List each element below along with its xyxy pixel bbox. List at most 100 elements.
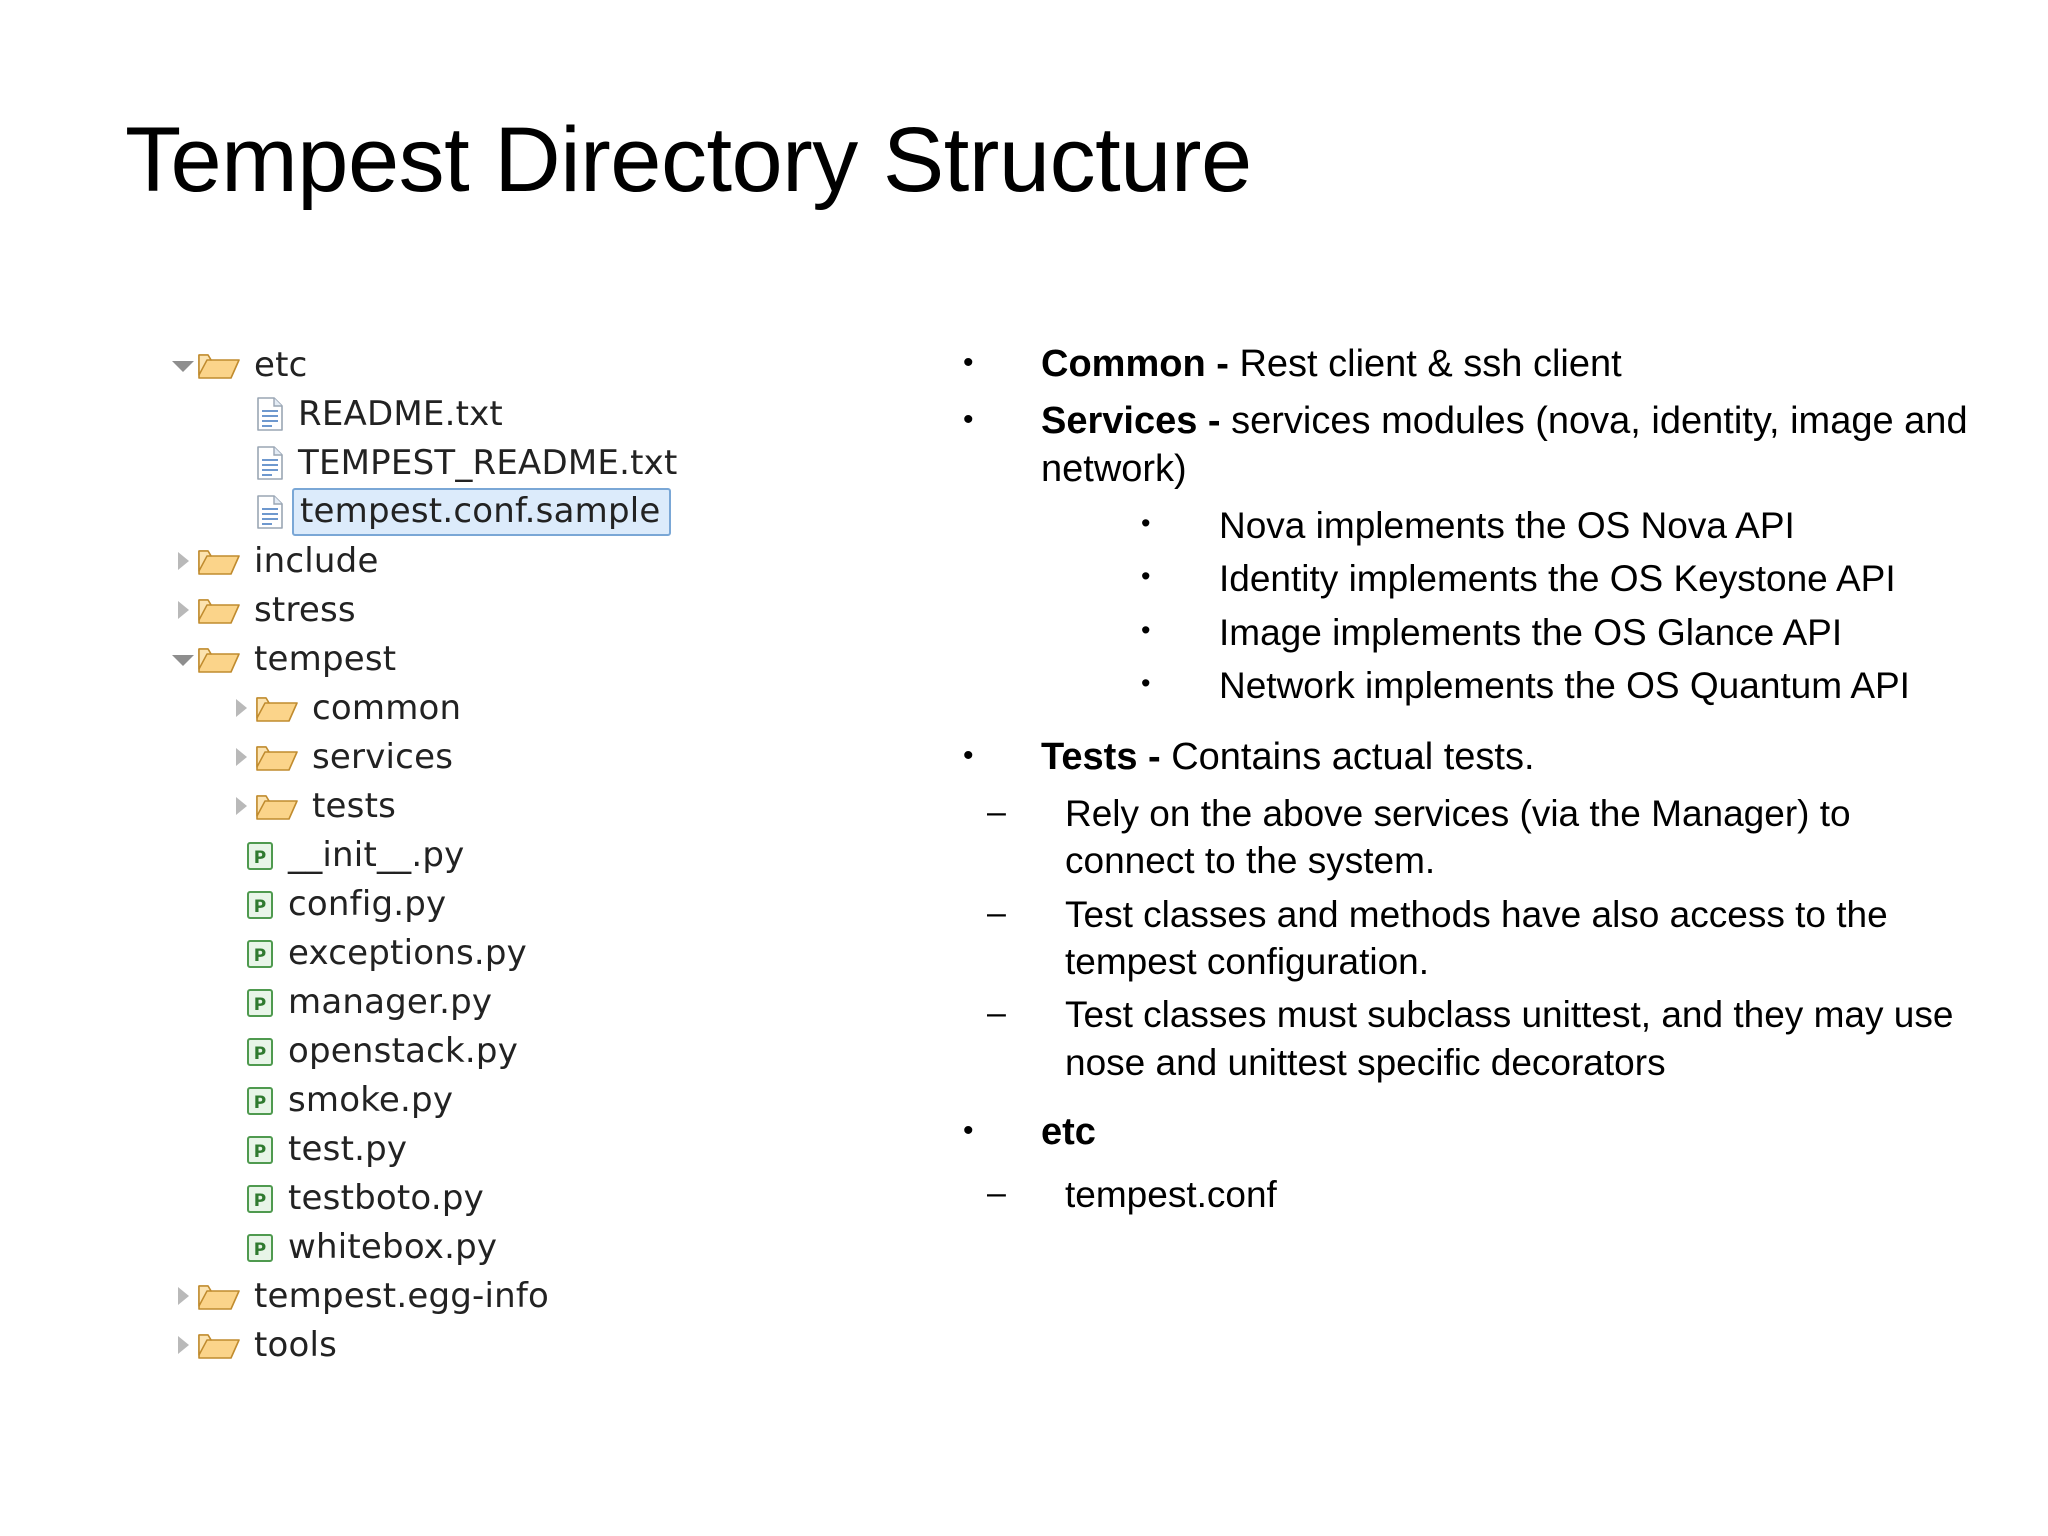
bullet-services-text: Services - services modules (nova, ident…	[1041, 397, 1975, 494]
bullet-tests-child: – Test classes and methods have also acc…	[945, 891, 1975, 986]
folder-icon	[198, 643, 240, 675]
text-file-icon	[256, 445, 284, 480]
folder-icon	[198, 545, 240, 577]
bullet-tests-label: Tests -	[1041, 736, 1172, 779]
bullet-tests-text: Tests - Contains actual tests.	[1041, 733, 1975, 782]
bullet-services-rest: services modules (nova, identity, image …	[1041, 399, 1968, 491]
bullet-common-text: Common - Rest client & ssh client	[1041, 340, 1975, 389]
bullet-common-rest: Rest client & ssh client	[1239, 343, 1622, 385]
bullet-marker-dot: •	[963, 739, 974, 773]
tree-item-label: tempest.egg-info	[254, 1275, 550, 1316]
tree-item-include[interactable]: include	[168, 536, 908, 585]
bullet-services-child: • Network implements the OS Quantum API	[945, 662, 1975, 709]
tree-item-label: tests	[312, 785, 397, 826]
bullet-tests-rest: Contains actual tests.	[1171, 736, 1535, 779]
tree-item-tempest[interactable]: tempest	[168, 634, 908, 683]
tree-item-label: tempest	[254, 638, 397, 679]
tree-item-label: exceptions.py	[288, 932, 527, 973]
folder-icon	[198, 594, 240, 626]
bullet-services-label: Services -	[1041, 399, 1232, 442]
bullet-services-child-text: Image implements the OS Glance API	[1219, 611, 1843, 653]
bullet-services-child: • Nova implements the OS Nova API	[945, 502, 1975, 549]
bullet-common-label: Common -	[1041, 343, 1240, 385]
tree-item-services[interactable]: services	[168, 732, 908, 781]
chevron-down-icon[interactable]	[168, 652, 198, 666]
tree-item-label: TEMPEST_README.txt	[298, 442, 678, 483]
bullet-marker-dash: –	[987, 994, 1006, 1033]
tree-item-label: tools	[254, 1324, 338, 1365]
bullet-services-child-text: Network implements the OS Quantum API	[1219, 664, 1910, 706]
tree-item-label: smoke.py	[288, 1079, 454, 1120]
tree-item-tempest-readme-txt[interactable]: TEMPEST_README.txt	[168, 438, 908, 487]
chevron-right-icon[interactable]	[168, 600, 198, 619]
chevron-right-icon[interactable]	[168, 1286, 198, 1305]
folder-icon	[256, 741, 298, 773]
tree-item-tools[interactable]: tools	[168, 1320, 908, 1369]
chevron-right-icon[interactable]	[226, 747, 256, 766]
svg-text:P: P	[254, 946, 266, 966]
folder-icon	[256, 790, 298, 822]
bullet-etc: • etc	[945, 1108, 1975, 1157]
chevron-right-icon[interactable]	[168, 551, 198, 570]
tree-item-stress[interactable]: stress	[168, 585, 908, 634]
tree-item-label: __init__.py	[288, 834, 465, 875]
tree-item-tempest-egg-info[interactable]: tempest.egg-info	[168, 1271, 908, 1320]
tree-item-label: whitebox.py	[288, 1226, 498, 1267]
tree-item-label: openstack.py	[288, 1030, 519, 1071]
bullet-tests-child-text: Rely on the above services (via the Mana…	[1065, 792, 1851, 882]
bullet-etc-label: etc	[1041, 1111, 1096, 1154]
folder-icon	[198, 349, 240, 381]
page-title: Tempest Directory Structure	[125, 109, 1252, 211]
svg-text:P: P	[254, 1044, 266, 1064]
tree-item-label: test.py	[288, 1128, 408, 1169]
bullet-tests: • Tests - Contains actual tests.	[945, 733, 1975, 782]
tree-item-tests[interactable]: tests	[168, 781, 908, 830]
svg-text:P: P	[254, 1240, 266, 1260]
tree-item-tempest-conf-sample[interactable]: tempest.conf.sample	[168, 487, 908, 536]
tree-item--init-py[interactable]: P __init__.py	[168, 830, 908, 879]
text-file-icon	[256, 494, 284, 529]
python-file-icon: P	[246, 889, 274, 919]
bullet-marker-dot: •	[1141, 507, 1151, 538]
bullet-services-child: • Image implements the OS Glance API	[945, 609, 1975, 656]
tree-item-label: manager.py	[288, 981, 493, 1022]
tree-item-label: tempest.conf.sample	[292, 487, 671, 536]
tree-item-label: common	[312, 687, 462, 728]
chevron-right-icon[interactable]	[168, 1335, 198, 1354]
bullet-marker-dot: •	[963, 1114, 974, 1148]
svg-text:P: P	[254, 897, 266, 917]
folder-icon	[256, 692, 298, 724]
chevron-right-icon[interactable]	[226, 796, 256, 815]
bullet-services-child: • Identity implements the OS Keystone AP…	[945, 555, 1975, 602]
tree-item-label: README.txt	[298, 393, 503, 434]
bullet-services: • Services - services modules (nova, ide…	[945, 397, 1975, 494]
tree-item-common[interactable]: common	[168, 683, 908, 732]
bullet-marker-dash: –	[987, 893, 1006, 932]
python-file-icon: P	[246, 1036, 274, 1066]
tree-item-label: services	[312, 736, 454, 777]
bullet-marker-dot: •	[1141, 667, 1151, 698]
bullet-tests-child: – Rely on the above services (via the Ma…	[945, 790, 1975, 885]
chevron-down-icon[interactable]	[168, 358, 198, 372]
bullet-marker-dot: •	[1141, 614, 1151, 645]
python-file-icon: P	[246, 1085, 274, 1115]
bullet-common: • Common - Rest client & ssh client	[945, 340, 1975, 389]
chevron-right-icon[interactable]	[226, 698, 256, 717]
bullet-etc-text: etc	[1041, 1108, 1975, 1157]
tree-item-readme-txt[interactable]: README.txt	[168, 389, 908, 438]
tree-item-etc[interactable]: etc	[168, 340, 908, 389]
python-file-icon: P	[246, 840, 274, 870]
python-file-icon: P	[246, 938, 274, 968]
bullet-marker-dot: •	[1141, 561, 1151, 592]
folder-icon	[198, 1280, 240, 1312]
text-file-icon	[256, 396, 284, 431]
